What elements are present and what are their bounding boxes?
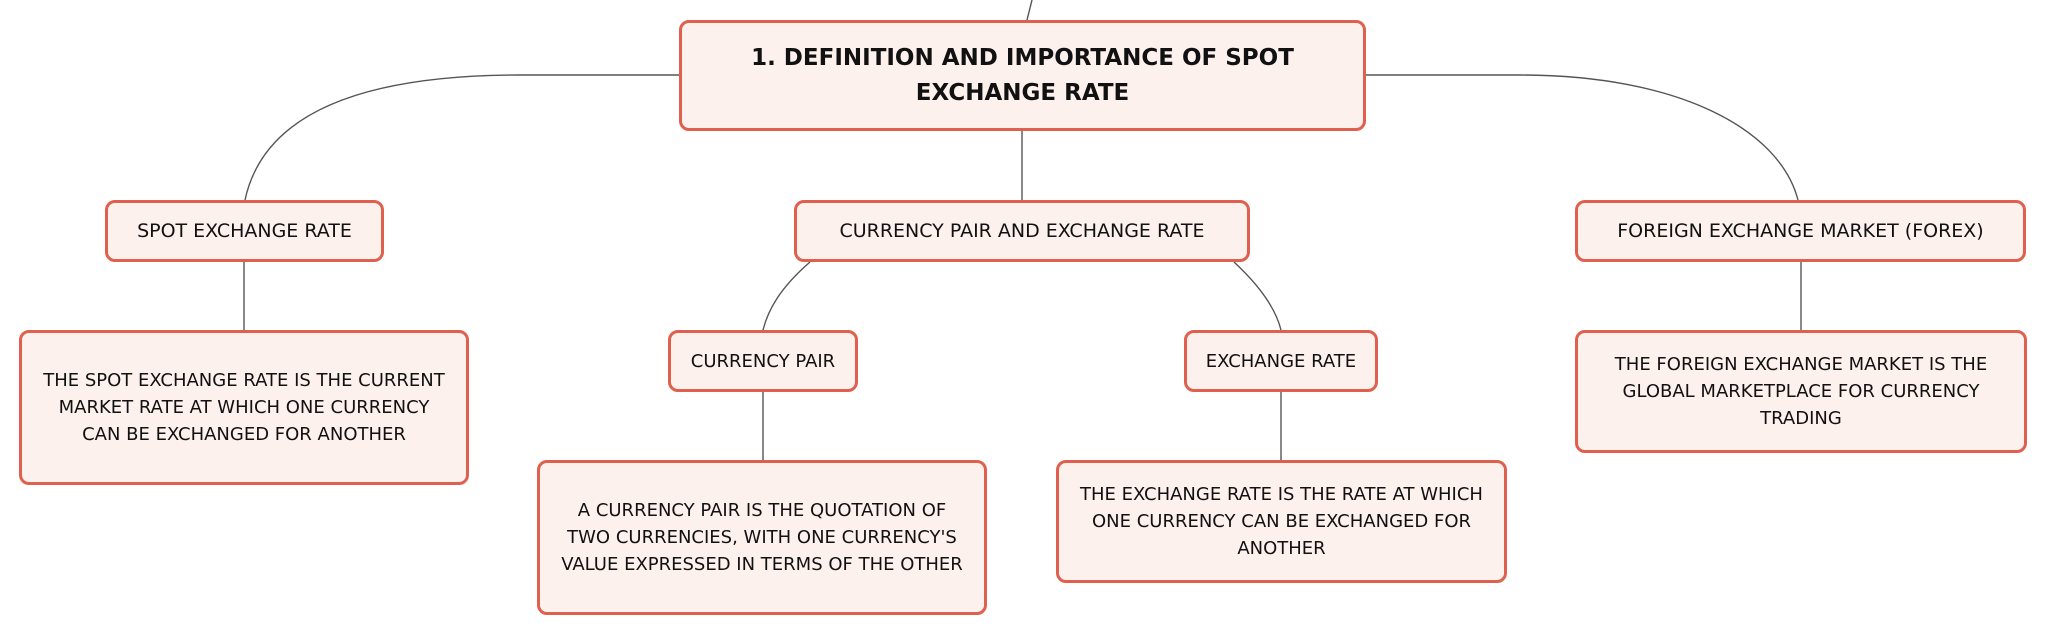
node-exchange-rate-description-text: THE EXCHANGE RATE IS THE RATE AT WHICH O…	[1080, 484, 1483, 559]
node-spot-exchange-rate[interactable]: SPOT EXCHANGE RATE	[105, 200, 384, 262]
node-exchange-rate-description[interactable]: THE EXCHANGE RATE IS THE RATE AT WHICH O…	[1056, 460, 1507, 583]
node-exchange-rate[interactable]: EXCHANGE RATE	[1184, 330, 1378, 392]
node-currency-pair-label: CURRENCY PAIR	[690, 350, 836, 372]
connector-root-to-forex	[1366, 74, 1799, 201]
node-currency-pair-description-text: A CURRENCY PAIR IS THE QUOTATION OF TWO …	[561, 500, 963, 575]
node-exchange-rate-label: EXCHANGE RATE	[1205, 350, 1357, 372]
node-forex-label: FOREIGN EXCHANGE MARKET (FOREX)	[1617, 220, 1984, 242]
connector-pair-ex-to-pair	[762, 261, 811, 331]
node-spot-exchange-rate-label: SPOT EXCHANGE RATE	[137, 220, 352, 242]
node-spot-exchange-rate-description-text: THE SPOT EXCHANGE RATE IS THE CURRENT MA…	[43, 370, 445, 445]
node-forex[interactable]: FOREIGN EXCHANGE MARKET (FOREX)	[1575, 200, 2026, 262]
root-node-label: 1. DEFINITION AND IMPORTANCE OF SPOT EXC…	[751, 44, 1294, 106]
connector-pair-ex-to-rate	[1233, 261, 1282, 331]
node-forex-description[interactable]: THE FOREIGN EXCHANGE MARKET IS THE GLOBA…	[1575, 330, 2027, 453]
node-currency-pair-and-exchange-rate-label: CURRENCY PAIR AND EXCHANGE RATE	[839, 220, 1205, 242]
node-currency-pair[interactable]: CURRENCY PAIR	[668, 330, 858, 392]
root-node[interactable]: 1. DEFINITION AND IMPORTANCE OF SPOT EXC…	[679, 20, 1366, 131]
node-spot-exchange-rate-description[interactable]: THE SPOT EXCHANGE RATE IS THE CURRENT MA…	[19, 330, 469, 485]
connector-incoming-root	[1026, 0, 1033, 21]
node-currency-pair-and-exchange-rate[interactable]: CURRENCY PAIR AND EXCHANGE RATE	[794, 200, 1250, 262]
connector-root-to-spot	[244, 74, 679, 201]
node-currency-pair-description[interactable]: A CURRENCY PAIR IS THE QUOTATION OF TWO …	[537, 460, 987, 615]
node-forex-description-text: THE FOREIGN EXCHANGE MARKET IS THE GLOBA…	[1614, 354, 1988, 429]
